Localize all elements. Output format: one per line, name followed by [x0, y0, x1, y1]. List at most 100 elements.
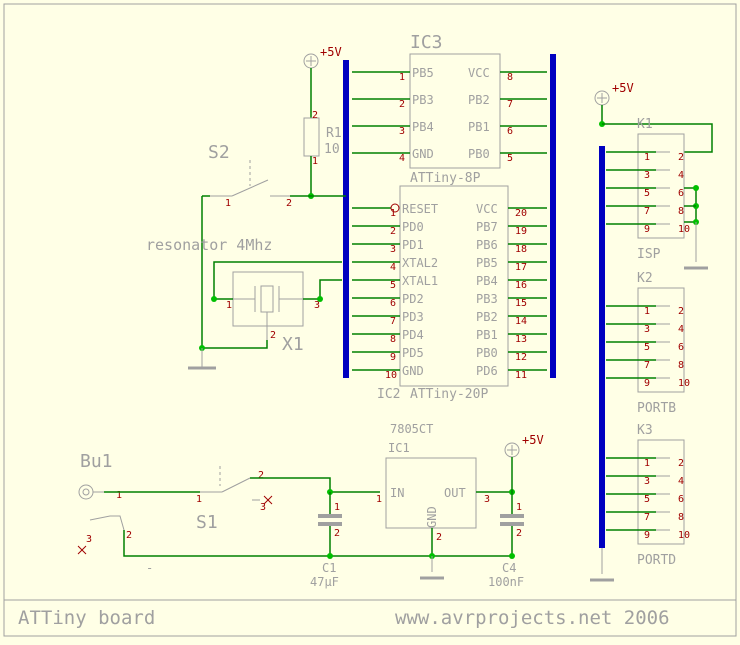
- ic2-pin-number: 15: [515, 298, 527, 309]
- ic2-pin-number: 10: [385, 370, 397, 381]
- s2-pin-1: 1: [225, 198, 231, 209]
- vcc-label-k1: +5V: [612, 81, 634, 95]
- ic3-pin-number: 6: [507, 126, 513, 137]
- ic3-pin-label: PB2: [468, 93, 490, 107]
- ic1-pin-gnd: 2: [436, 532, 442, 543]
- k2-pin-even: 2: [678, 306, 684, 317]
- ic2-name: IC2: [377, 387, 400, 402]
- k1-pin-odd: 9: [644, 224, 650, 235]
- ic3-pin-number: 1: [399, 72, 405, 83]
- ic1-pin-in: 1: [376, 494, 382, 505]
- k1-pin-odd: 3: [644, 170, 650, 181]
- ic3-pin-label: PB1: [468, 120, 490, 134]
- bu1-pin-2: 2: [126, 530, 132, 541]
- s1-pin-3: 3: [260, 502, 266, 513]
- ic2-pin-number: 1: [390, 208, 396, 219]
- s1-pin-2: 2: [258, 470, 264, 481]
- ic2-pin-label: PD6: [476, 364, 498, 378]
- c4-name: C4: [502, 561, 516, 575]
- c1-pin-2: 2: [334, 528, 340, 539]
- k3-pin-even: 8: [678, 512, 684, 523]
- ic2-pin-label: GND: [402, 364, 424, 378]
- regulator-ic1: 7805CT IC1 IN OUT GND 1 3 2: [376, 422, 490, 543]
- k3-pin-even: 4: [678, 476, 684, 487]
- ic2-pin-number: 3: [390, 244, 396, 255]
- ic3-pin-label: VCC: [468, 66, 490, 80]
- capacitor-c1: 1 2 C1 47µF: [310, 492, 342, 589]
- ic2-pin-number: 9: [390, 352, 396, 363]
- k1-pin-odd: 1: [644, 152, 650, 163]
- ic2-pin-number: 14: [515, 316, 527, 327]
- k3-pin-odd: 3: [644, 476, 650, 487]
- ic2-pin-number: 4: [390, 262, 396, 273]
- switch-s2: S2 1 2: [208, 142, 292, 209]
- vcc-label-c4: +5V: [522, 433, 544, 447]
- k1-pin-odd: 7: [644, 206, 650, 217]
- ic2-pin-label: PD5: [402, 346, 424, 360]
- vcc-symbol-k1: +5V: [594, 81, 634, 106]
- k2-pin-odd: 5: [644, 342, 650, 353]
- ic2-pin-number: 6: [390, 298, 396, 309]
- bu1-pin-1: 1: [116, 490, 122, 501]
- ic2-pin-label: XTAL2: [402, 256, 438, 270]
- ic2-pin-label: PB6: [476, 238, 498, 252]
- vcc-symbol-r1: +5V: [303, 45, 342, 69]
- k2-pin-odd: 9: [644, 378, 650, 389]
- capacitor-c4: 1 2 C4 100nF: [488, 502, 524, 589]
- bu1-pin-3: 3: [86, 534, 92, 545]
- ic2-pin-label: RESET: [402, 202, 438, 216]
- x1-value: resonator 4Mhz: [146, 236, 272, 254]
- ic2-pin-number: 8: [390, 334, 396, 345]
- k3-pin-odd: 1: [644, 458, 650, 469]
- ic2-pin-label: PB3: [476, 292, 498, 306]
- k1-pin-odd: 5: [644, 188, 650, 199]
- k3-value: PORTD: [637, 553, 676, 568]
- k2-pin-even: 8: [678, 360, 684, 371]
- s1-name: S1: [196, 512, 218, 533]
- k3-pin-odd: 9: [644, 530, 650, 541]
- vcc-symbol-c4: +5V: [504, 433, 544, 458]
- k2-pin-odd: 7: [644, 360, 650, 371]
- ic1-pin-out: 3: [484, 494, 490, 505]
- k3-pin-odd: 7: [644, 512, 650, 523]
- k3-pin-even: 10: [678, 530, 690, 541]
- ic2-pin-number: 19: [515, 226, 527, 237]
- x1-pin-2: 2: [270, 330, 276, 341]
- ic2-pin-number: 2: [390, 226, 396, 237]
- c1-pin-1: 1: [334, 502, 340, 513]
- k2-value: PORTB: [637, 401, 676, 416]
- ic2-value: ATTiny-20P: [410, 387, 488, 402]
- r1-value: 10: [324, 142, 340, 157]
- k1-name: K1: [637, 117, 653, 132]
- k1-pin-even: 10: [678, 224, 690, 235]
- ic2-pin-label: PD4: [402, 328, 424, 342]
- s2-pin-2: 2: [286, 198, 292, 209]
- reset-inverter-bubble: [390, 203, 400, 213]
- ic3-pin-label: PB0: [468, 147, 490, 161]
- ic3-pin-label: GND: [412, 147, 434, 161]
- ic3-pin-number: 8: [507, 72, 513, 83]
- resistor-r1: R1 10 2 1: [303, 110, 342, 167]
- vcc-label-r1: +5V: [320, 45, 342, 59]
- c4-value: 100nF: [488, 575, 524, 589]
- ic3-pin-number: 2: [399, 99, 405, 110]
- ic1-in-label: IN: [390, 486, 404, 500]
- k1-pin-even: 4: [678, 170, 684, 181]
- ic2-pin-number: 17: [515, 262, 527, 273]
- ic2-pin-label: PB0: [476, 346, 498, 360]
- ic3-pin-number: 5: [507, 153, 513, 164]
- frame-border: [3, 3, 737, 637]
- x1-pin-1: 1: [226, 300, 232, 311]
- ic2-pin-number: 7: [390, 316, 396, 327]
- ic3-pin-number: 7: [507, 99, 513, 110]
- ic2-pin-label: XTAL1: [402, 274, 438, 288]
- k3-pin-even: 6: [678, 494, 684, 505]
- ic3-value: ATTiny-8P: [410, 171, 481, 186]
- ic3-pin-number: 4: [399, 153, 405, 164]
- c1-name: C1: [322, 561, 336, 575]
- ic3-pin-number: 3: [399, 126, 405, 137]
- r1-pin-top: 2: [312, 110, 318, 121]
- r1-name: R1: [326, 126, 342, 141]
- ic2-pin-number: 18: [515, 244, 527, 255]
